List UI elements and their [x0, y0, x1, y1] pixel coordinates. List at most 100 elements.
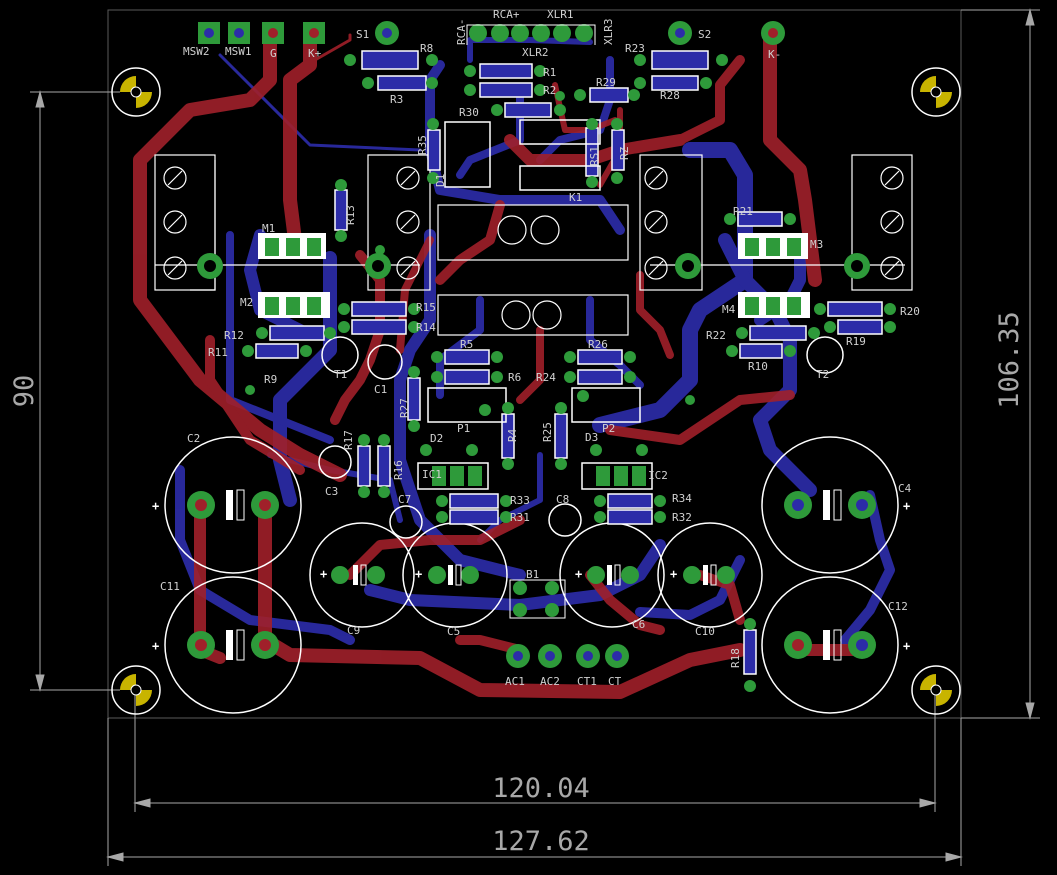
label-r23: R23 — [625, 42, 645, 55]
label-p2: P2 — [602, 422, 615, 435]
label-r29: R29 — [596, 76, 616, 89]
label-r35: R35 — [416, 135, 429, 155]
label-ac2: AC2 — [540, 675, 560, 688]
label-r4: R4 — [506, 428, 519, 442]
label-r12: R12 — [224, 329, 244, 342]
label-t1: T1 — [334, 368, 347, 381]
heatsink-ground-pads — [197, 253, 870, 279]
dimension-annotations — [30, 8, 1040, 866]
label-r14: R14 — [416, 321, 436, 334]
label-r11: R11 — [208, 346, 228, 359]
ic-packages — [417, 119, 653, 490]
mount-hole-top-right — [911, 67, 961, 117]
dimension-outer-width: 127.62 — [492, 826, 590, 857]
label-r33: R33 — [510, 494, 530, 507]
label-r13: R13 — [344, 205, 357, 225]
label-r10: R10 — [748, 360, 768, 373]
large-capacitor-pads — [187, 489, 876, 661]
svg-text:+: + — [320, 567, 327, 581]
label-ct: CT — [608, 675, 622, 688]
top-connector-pads — [198, 21, 785, 45]
vias — [242, 54, 896, 692]
label-c2: C2 — [187, 432, 200, 445]
label-r22: R22 — [706, 329, 726, 342]
dimension-inner-height: 90 — [9, 375, 40, 408]
label-d2: D2 — [430, 432, 443, 445]
svg-text:+: + — [575, 567, 582, 581]
label-r16: R16 — [392, 460, 405, 480]
label-c10: C10 — [695, 625, 715, 638]
label-rz: RZ — [618, 146, 631, 160]
label-r31: R31 — [510, 511, 530, 524]
label-r32: R32 — [672, 511, 692, 524]
label-ic2: IC2 — [648, 469, 668, 482]
label-m4: M4 — [722, 303, 736, 316]
label-r30: R30 — [459, 106, 479, 119]
label-r19: R19 — [846, 335, 866, 348]
mount-hole-bottom-left — [111, 665, 161, 715]
label-r1: R1 — [543, 66, 556, 79]
label-r24: R24 — [536, 371, 556, 384]
center-array — [437, 204, 629, 336]
label-rs1: RS1 — [588, 146, 601, 166]
label-kminus: K- — [768, 48, 781, 61]
label-rca-minus: RCA- — [455, 19, 468, 46]
label-r18: R18 — [729, 648, 742, 668]
dimension-inner-width: 120.04 — [492, 773, 590, 804]
label-c5: C5 — [447, 625, 460, 638]
label-r21: R21 — [733, 205, 753, 218]
label-r6: R6 — [508, 371, 521, 384]
label-r3: R3 — [390, 93, 403, 106]
label-r17: R17 — [342, 430, 355, 450]
label-g: G — [270, 47, 277, 60]
transistor-pads — [265, 238, 801, 315]
label-s2: S2 — [698, 28, 711, 41]
label-xlr1: XLR1 — [547, 8, 574, 21]
label-k1: K1 — [569, 191, 582, 204]
label-s1: S1 — [356, 28, 369, 41]
label-c7: C7 — [398, 493, 411, 506]
label-r2: R2 — [543, 84, 556, 97]
label-c4: C4 — [898, 482, 912, 495]
label-d3: D3 — [585, 431, 598, 444]
label-r8: R8 — [420, 42, 433, 55]
label-r34: R34 — [672, 492, 692, 505]
label-msw2: MSW2 — [183, 45, 210, 58]
ic-pads — [432, 390, 646, 486]
label-r5: R5 — [460, 338, 473, 351]
svg-text:+: + — [152, 639, 159, 653]
label-c1: C1 — [374, 383, 387, 396]
resistor-bodies — [255, 50, 883, 675]
mount-hole-bottom-right — [911, 665, 961, 715]
label-r20: R20 — [900, 305, 920, 318]
mount-hole-top-left — [111, 67, 161, 117]
label-xlr3: XLR3 — [602, 19, 615, 46]
label-m3: M3 — [810, 238, 823, 251]
label-xlr2: XLR2 — [522, 46, 549, 59]
label-p1: P1 — [457, 422, 470, 435]
heatsink-screws — [163, 166, 904, 280]
dimension-outer-height: 106.35 — [994, 311, 1025, 409]
label-d1: D1 — [434, 174, 447, 187]
label-r27: R27 — [398, 398, 411, 418]
label-rca-plus: RCA+ — [493, 8, 520, 21]
label-r28: R28 — [660, 89, 680, 102]
component-labels: MSW2 MSW1 G K+ S1 S2 K- RCA- RCA+ XLR1 X… — [160, 8, 920, 688]
label-c3: C3 — [325, 485, 338, 498]
label-m1: M1 — [262, 222, 275, 235]
label-c12: C12 — [888, 600, 908, 613]
svg-text:+: + — [903, 499, 910, 513]
mounting-holes — [111, 67, 961, 715]
bottom-connector-pads — [506, 579, 629, 668]
label-msw1: MSW1 — [225, 45, 252, 58]
label-c11: C11 — [160, 580, 180, 593]
label-r25: R25 — [541, 422, 554, 442]
svg-text:+: + — [415, 567, 422, 581]
label-b1: B1 — [526, 568, 539, 581]
svg-text:+: + — [152, 499, 159, 513]
label-c6: C6 — [632, 618, 645, 631]
svg-text:+: + — [903, 639, 910, 653]
label-r15: R15 — [416, 301, 436, 314]
label-t2: T2 — [816, 368, 829, 381]
